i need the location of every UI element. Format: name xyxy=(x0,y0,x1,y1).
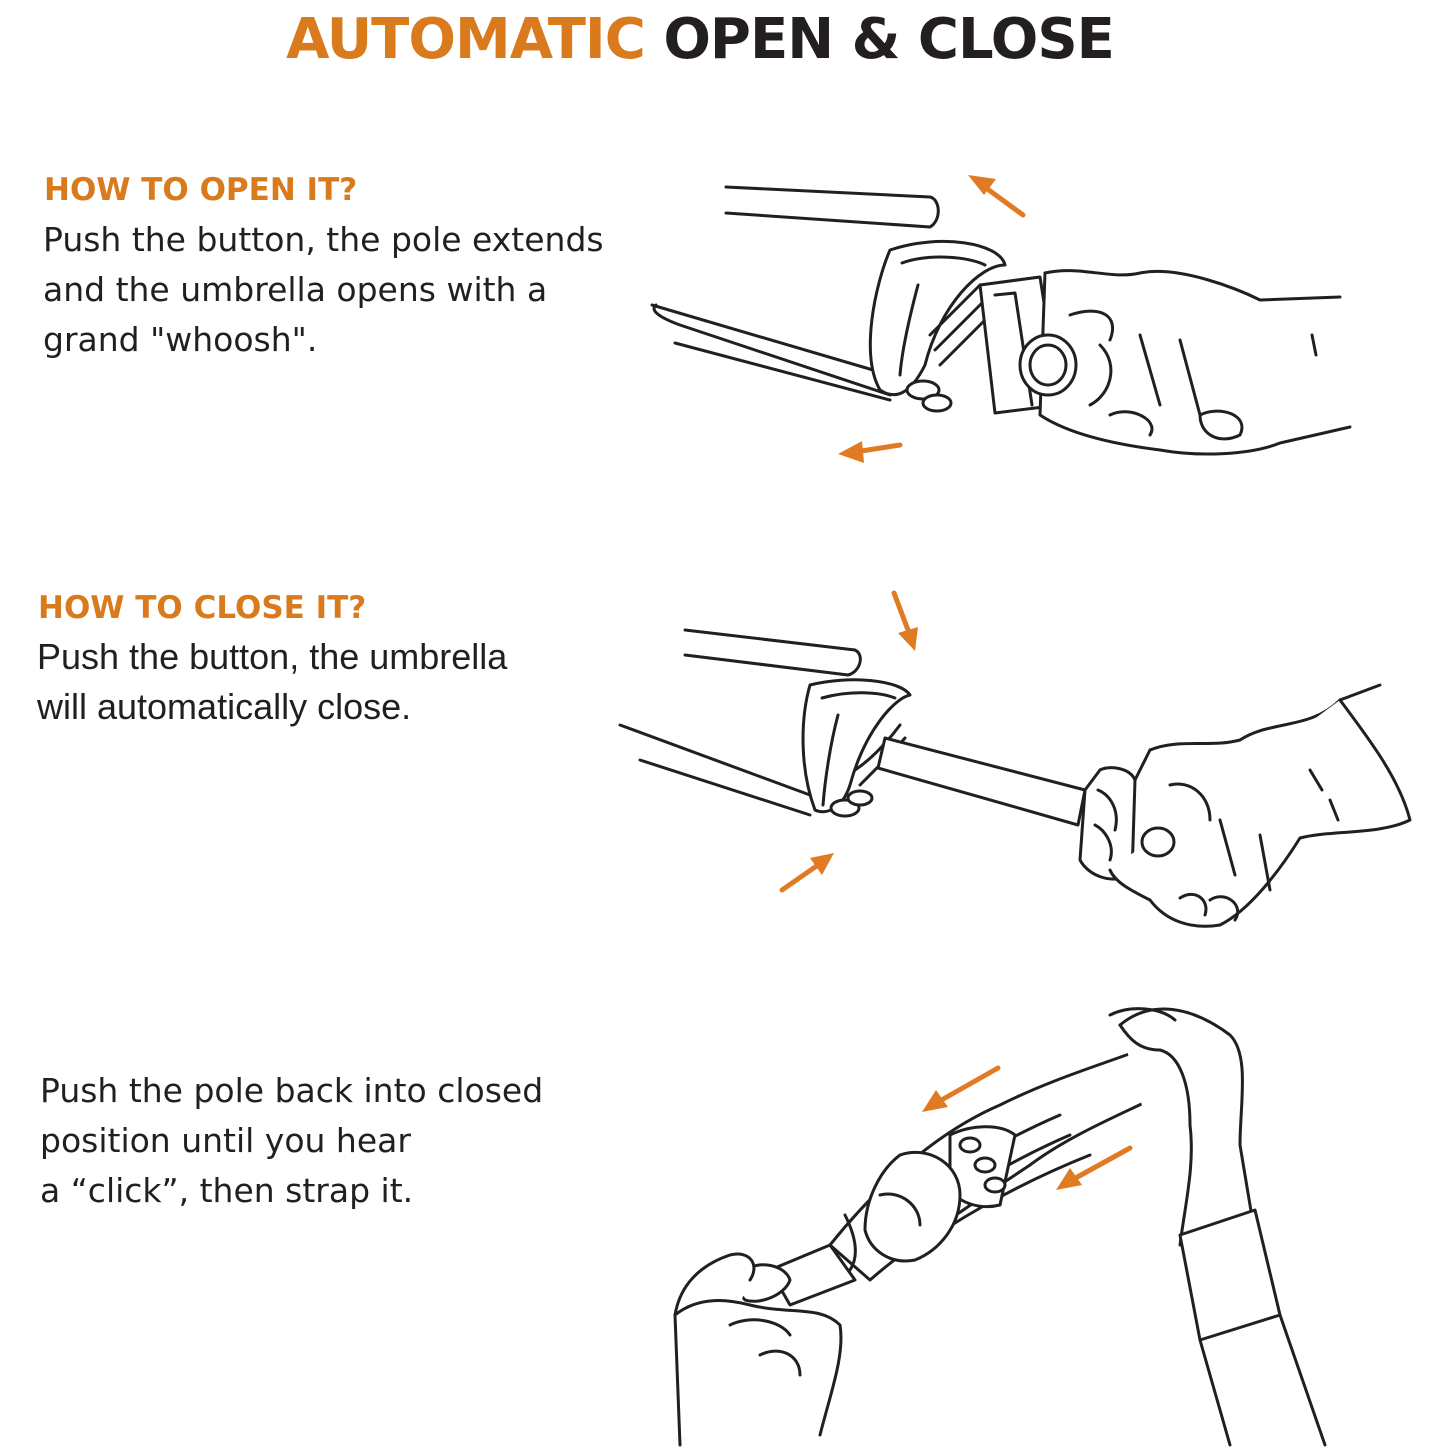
step-strap-line: position until you hear xyxy=(40,1121,411,1160)
step-strap-line: a “click”, then strap it. xyxy=(40,1171,414,1210)
close-arrows xyxy=(779,590,918,893)
open-arrows xyxy=(838,175,1026,463)
close-umbrella-illustration xyxy=(618,628,1412,928)
step-close-line: will automatically close. xyxy=(37,686,412,727)
step-open-heading: HOW TO OPEN IT? xyxy=(44,172,358,208)
arrow-up-right-icon xyxy=(779,853,834,893)
arrow-left-icon xyxy=(838,441,903,463)
title-accent-word: AUTOMATIC xyxy=(286,7,646,72)
step-strap-line: Push the pole back into closed xyxy=(40,1071,544,1110)
strap-arrows xyxy=(922,1065,1133,1190)
title-rest: OPEN & CLOSE xyxy=(663,7,1115,72)
step-open-line: and the umbrella opens with a xyxy=(43,270,548,309)
step-open-line: Push the button, the pole extends xyxy=(43,220,604,259)
page-title: AUTOMATIC OPEN & CLOSE xyxy=(0,4,1400,76)
step-close-text: Push the button, the umbrella will autom… xyxy=(37,632,507,732)
step-open-line: grand "whoosh". xyxy=(43,320,318,359)
arrow-down-left-icon xyxy=(1056,1145,1133,1190)
strap-umbrella-illustration xyxy=(673,1007,1327,1447)
step-open-text: Push the button, the pole extends and th… xyxy=(43,215,604,365)
arrow-down-left-icon xyxy=(922,1065,1001,1112)
open-umbrella-illustration xyxy=(650,185,1352,456)
step-close-line: Push the button, the umbrella xyxy=(37,636,508,677)
step-close-heading: HOW TO CLOSE IT? xyxy=(38,590,367,626)
arrow-down-icon xyxy=(891,590,918,651)
step-strap-text: Push the pole back into closed position … xyxy=(40,1066,543,1216)
arrow-up-left-icon xyxy=(968,175,1026,218)
